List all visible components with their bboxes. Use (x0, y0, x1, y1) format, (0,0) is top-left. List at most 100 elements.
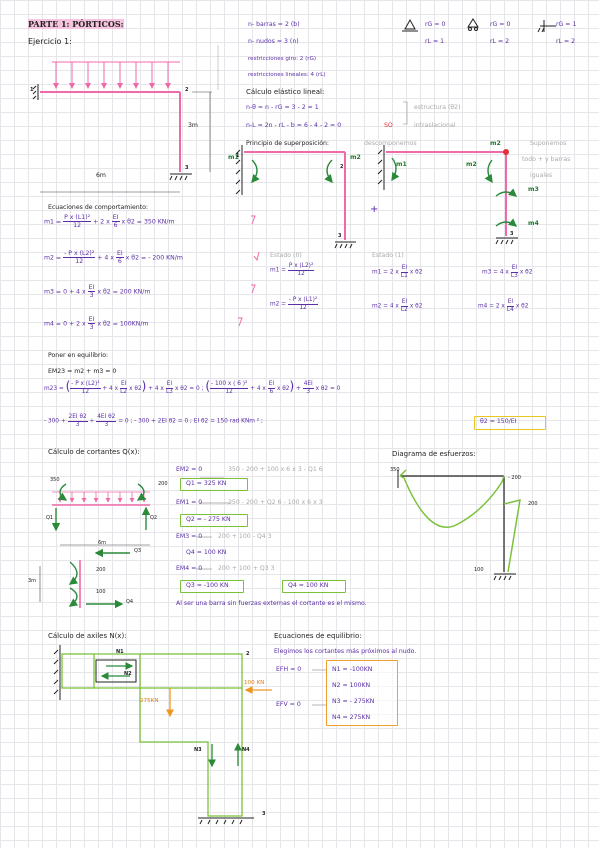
node-label: 3 (185, 165, 189, 171)
shear-eq1: EM2 = 0 (176, 466, 203, 473)
moment-label: m2 (350, 154, 361, 161)
shear-eq3-rhs: 200 + 100 - Q4 3 (218, 533, 272, 540)
frame-diagram-main (32, 61, 212, 193)
theta-result: θ2 = 150/EI (480, 418, 517, 425)
node-label: 3 (510, 231, 514, 237)
support1-rg: rG = 0 (425, 21, 446, 28)
roller-support-icon (467, 18, 479, 31)
stress-title: Diagrama de esfuerzos: (392, 450, 476, 458)
q1-result: Q1 = 325 KN (186, 480, 227, 487)
q3-result: Q3 = -100 KN (186, 582, 229, 589)
node-label: 3 (262, 811, 266, 817)
support1-rl: rL = 1 (425, 38, 445, 45)
axial-label: N2 (124, 671, 132, 677)
n2-result: N2 = 100KN (332, 682, 371, 689)
count-lineales: restricciones lineales: 4 (rL) (248, 72, 326, 78)
stress-value: - 200 (508, 475, 521, 481)
q4-box (282, 580, 346, 593)
axial-force: 275KN (140, 698, 159, 704)
superposition-note1: Suponemos (530, 140, 567, 147)
elastic-note1: estructura (θ2) (414, 104, 461, 111)
elastic-eq2: n-L = 2n - rL - b = 6 - 4 - 2 = 0 (246, 122, 342, 129)
node-label: 1 (30, 87, 34, 93)
stress-diagram-figure (397, 469, 521, 581)
shear-fig-value: 200 (158, 481, 168, 487)
moment-label: m4 (528, 220, 539, 227)
axial-label: N3 (194, 747, 202, 753)
eq-equilibrium-sub: Elegimos los cortantes más próximos al n… (274, 648, 417, 655)
plus-sign: + (370, 204, 379, 215)
shear-eq4-rhs: 200 + 100 + Q3 3 (218, 565, 275, 572)
eq-equilibrium-title: Ecuaciones de equilibrio: (274, 632, 362, 640)
count-barras: n- barras = 2 (b) (248, 21, 300, 28)
elastic-so: SO (384, 122, 393, 129)
eq-fh: EFH = 0 (276, 666, 302, 673)
node-label: 2 (340, 164, 344, 170)
axial-title: Cálculo de axiles N(x): (48, 632, 127, 640)
support2-rl: rL = 2 (490, 38, 510, 45)
equilibrium-sum: EM23 = m2 + m3 = 0 (48, 368, 117, 375)
moment-label: m2 (490, 140, 501, 147)
pin-support-icon (402, 18, 418, 32)
node-label: 1 (236, 153, 240, 159)
stress-value: 200 (528, 501, 538, 507)
count-giro: restricciones giro: 2 (rG) (248, 56, 317, 62)
superposition-note2: todo + y barras (522, 156, 571, 163)
support3-rg: rG = 1 (556, 21, 577, 28)
state0-title: Estado (0) (270, 252, 302, 259)
q3-box (180, 580, 244, 593)
moment-label: m1 (396, 161, 407, 168)
shear-fig-value: 100 (96, 589, 106, 595)
axial-label: N4 (242, 747, 250, 753)
theta-result-box (474, 416, 546, 430)
q4-result-a: Q4 = 100 KN (186, 549, 227, 556)
equilibrium-title: Poner en equilibrio: (48, 352, 109, 359)
axial-force: 100 KN (244, 680, 265, 686)
shear-eq4: EM4 = 0 (176, 565, 203, 572)
fixed-support-icon (537, 20, 556, 33)
exercise-subtitle: Ejercicio 1: (28, 37, 72, 46)
shear-eq2: EM1 = 0 (176, 499, 203, 506)
moment-label: m2 (466, 161, 477, 168)
superposition-title: Principio de superposición: (246, 140, 330, 147)
shear-fig-label: Q3 (134, 548, 142, 554)
support2-rg: rG = 0 (490, 21, 511, 28)
q2-result: Q2 = - 275 KN (186, 516, 231, 523)
shear-fig-value: 200 (96, 567, 106, 573)
elastic-title: Cálculo elástico lineal: (246, 88, 325, 96)
moment-label: m3 (528, 186, 539, 193)
page-title: PARTE 1: PÓRTICOS: (28, 19, 124, 29)
shear-fig-label: Q2 (150, 515, 158, 521)
behaviour-title: Ecuaciones de comportamiento: (48, 204, 149, 211)
superposition-note3: iguales (530, 172, 553, 179)
elastic-eq1: n-θ = n - rG = 3 - 2 = 1 (246, 104, 319, 111)
node-label: 3 (338, 233, 342, 239)
shear-fig-len: 6m (98, 540, 107, 546)
support3-rl: rL = 2 (556, 38, 576, 45)
shear-eq1-rhs: 350 - 200 + 100 x 6 x 3 - Q1 6 (228, 466, 323, 473)
node-label: 2 (246, 651, 250, 657)
stress-value: 350 (390, 467, 400, 473)
shear-fig-height: 3m (28, 578, 37, 584)
superposition-aside: descomponemos (364, 140, 417, 147)
moment-label: m1 (228, 154, 239, 161)
column-height: 3m (188, 122, 198, 129)
stress-value: 100 (474, 567, 484, 573)
axial-results-box (326, 660, 398, 726)
elastic-note2: intraslacional (414, 122, 456, 129)
shear-fig-value: 350 (50, 477, 60, 483)
count-nudos: n- nudos = 3 (n) (248, 38, 299, 45)
shear-eq2-rhs: 350 - 200 + Q2 6 - 100 x 6 x 3 (228, 499, 323, 506)
n4-result: N4 = 275KN (332, 714, 371, 721)
n1-result: N1 = -100KN (332, 666, 373, 673)
shear-fig-label: Q1 (46, 515, 54, 521)
